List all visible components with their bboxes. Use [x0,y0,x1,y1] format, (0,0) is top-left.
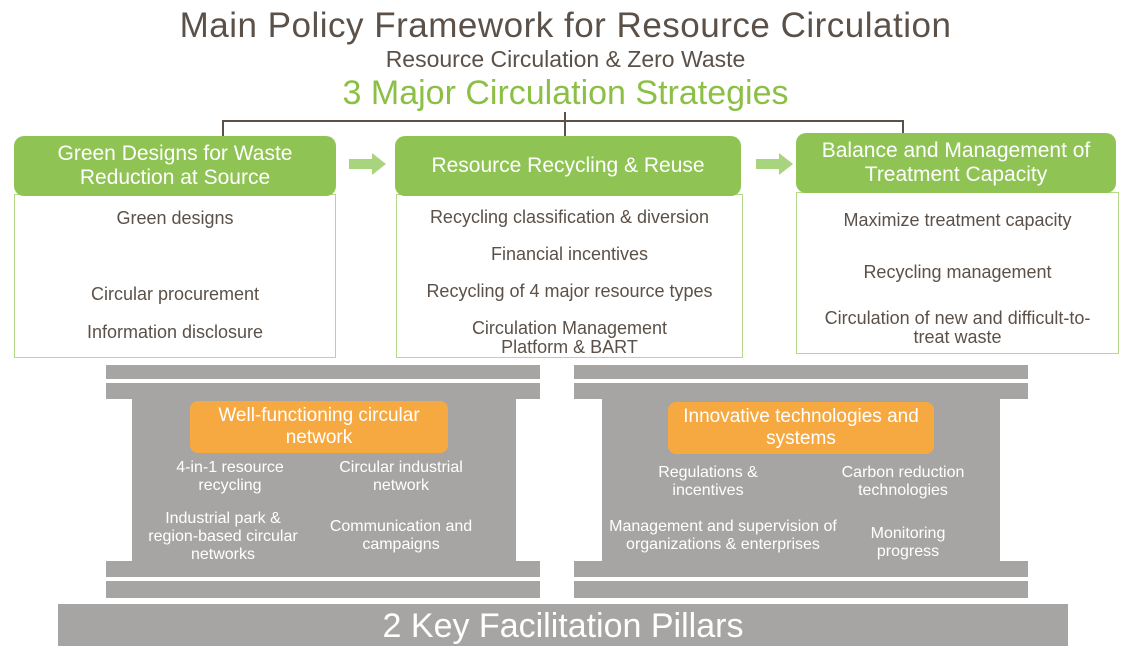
pillar-item: Monitoring progress [870,525,946,560]
sub-title: Resource Circulation & Zero Waste [385,46,746,72]
arrow-right-icon [372,153,386,175]
arrow-right-icon [349,159,373,169]
footer-bar [58,604,1068,646]
pillar-capital [574,383,1028,399]
strategy-item: Circulation of new and difficult-to-trea… [824,308,1091,347]
strategy-box-recycling: Recycling classification & diversion Fin… [396,194,743,358]
strategy-item: Circulation Management Platform & BART [471,318,668,357]
connector-left [222,120,224,138]
strategy-head-recycling: Resource Recycling & Reuse [395,136,741,196]
strategy-item: Green designs [116,208,234,228]
pillar-item: Communication and campaigns [329,518,473,553]
connector-center [564,112,566,138]
strategy-item: Recycling classification & diversion [429,207,710,227]
pillar-item: Industrial park & region-based circular … [148,510,298,563]
strategies-title: 3 Major Circulation Strategies [342,74,789,112]
main-title: Main Policy Framework for Resource Circu… [179,6,952,45]
footer-label: 2 Key Facilitation Pillars [382,607,744,645]
pillar-capital [106,383,540,399]
pillar-top-bar [574,365,1028,379]
pillar-item: Carbon reduction technologies [841,464,965,499]
strategy-item: Circular procurement [90,284,260,304]
pillar-bottom-bar [106,581,540,598]
strategy-item: Recycling of 4 major resource types [426,281,713,301]
pillar-item: 4-in-1 resource recycling [176,459,284,494]
strategy-item: Recycling management [863,262,1052,282]
strategy-item: Maximize treatment capacity [843,210,1072,230]
strategy-head-source-reduction: Green Designs for Waste Reduction at Sou… [14,136,336,196]
connector-horizontal [222,120,904,122]
pillar-item: Circular industrial network [339,459,463,494]
strategy-head-treatment: Balance and Management of Treatment Capa… [796,133,1116,193]
pillar-item: Management and supervision of organizati… [609,518,837,553]
pillar-head-technologies: Innovative technologies and systems [668,402,934,454]
strategy-item: Financial incentives [490,244,649,264]
strategy-box-treatment: Maximize treatment capacity Recycling ma… [796,192,1119,354]
pillar-head-network: Well-functioning circular network [190,401,448,453]
arrow-right-icon [756,159,780,169]
pillar-item: Regulations & incentives [658,464,758,499]
strategy-box-source-reduction: Green designs Circular procurement Infor… [14,194,336,358]
strategy-item: Information disclosure [86,322,264,342]
arrow-right-icon [779,153,793,175]
pillar-top-bar [106,365,540,379]
pillar-bottom-bar [574,581,1028,598]
pillar-base [574,561,1028,577]
connector-right [902,120,904,134]
pillar-base [106,561,540,577]
